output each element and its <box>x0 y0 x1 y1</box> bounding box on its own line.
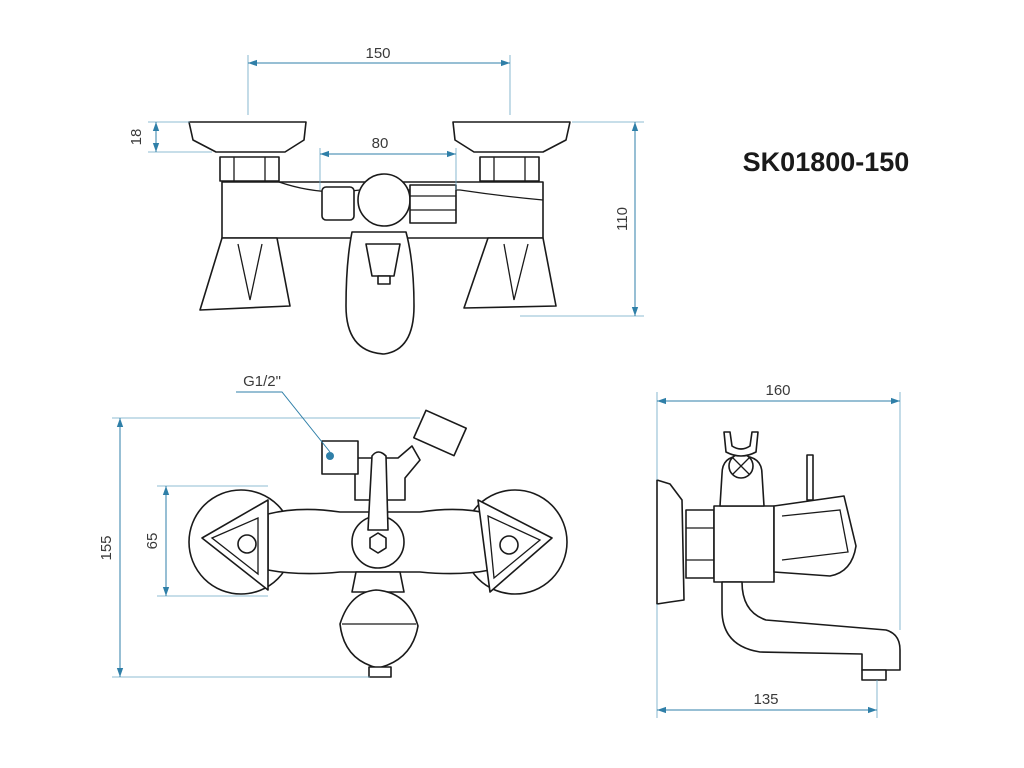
dim-top-width: 150 <box>365 45 390 62</box>
side-connection-nut <box>685 509 715 579</box>
front-left-handle-cap <box>237 534 257 554</box>
side-shower-hook <box>723 431 759 457</box>
side-handle <box>773 495 857 577</box>
front-hex-socket <box>369 532 387 554</box>
side-wall-rosette <box>656 479 685 605</box>
front-left-tri-handle <box>201 499 269 591</box>
dim-front-height: 155 <box>98 535 115 560</box>
top-center-cartridge <box>357 173 411 227</box>
side-shower-lever <box>806 454 814 501</box>
top-spout-lever <box>365 243 401 277</box>
side-view: 160 135 <box>656 382 901 718</box>
top-right-handle-plate <box>452 121 571 153</box>
front-right-handle-cap <box>499 535 519 555</box>
dim-top-spout: 80 <box>372 135 389 152</box>
front-shower-connector <box>413 409 467 457</box>
dim-top-handle-height: 18 <box>128 129 145 146</box>
front-g12-port <box>321 440 359 475</box>
dim-top-height: 110 <box>614 207 631 231</box>
side-aerator <box>861 669 887 681</box>
front-spout-nut <box>351 571 405 593</box>
dim-side-spout-reach: 135 <box>753 691 778 708</box>
label-g12: G1/2" <box>243 373 281 390</box>
top-right-cross-handle <box>463 237 557 309</box>
top-right-nut <box>479 156 540 182</box>
top-shower-outlet <box>409 184 457 224</box>
side-mixer-body <box>713 505 775 583</box>
top-left-nut <box>219 156 280 182</box>
top-view: 150 80 18 110 <box>128 45 644 355</box>
front-aerator <box>368 666 392 678</box>
side-spout <box>721 581 901 671</box>
front-view: 155 65 G1/2" <box>98 373 568 678</box>
model-code: SK01800-150 <box>743 147 910 177</box>
front-diverter-lever <box>367 451 389 531</box>
front-spout-bowl <box>339 589 419 669</box>
top-left-handle-plate <box>188 121 307 153</box>
dim-side-depth: 160 <box>765 382 790 399</box>
top-diverter-port <box>321 186 355 221</box>
dim-front-handle: 65 <box>144 533 161 550</box>
